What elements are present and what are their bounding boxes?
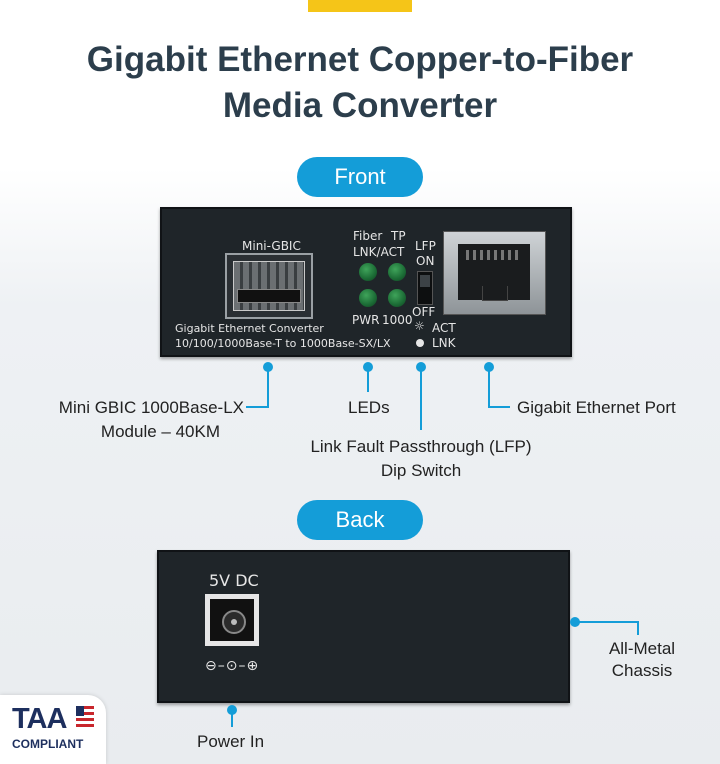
mini-gbic-label: Mini-GBIC (242, 239, 301, 253)
callout-line-gbic-h (246, 406, 269, 408)
rj45-port (443, 231, 546, 315)
callout-lfp-line1: Link Fault Passthrough (LFP) (310, 437, 532, 456)
callout-dot-leds (363, 362, 373, 372)
callout-gbic-line1: Mini GBIC 1000Base-LX (58, 398, 244, 417)
converter-label-line2: 10/100/1000Base-T to 1000Base-SX/LX (175, 337, 391, 350)
sun-icon: ☼ (414, 319, 425, 333)
callout-gbic-line2: Module – 40KM (100, 422, 220, 441)
fiber-label: Fiber (353, 229, 383, 243)
callout-dot-gbic (263, 362, 273, 372)
taa-text: TAA (12, 703, 67, 735)
page-title-line2: Media Converter (222, 86, 498, 125)
callout-dot-power (227, 705, 237, 715)
dc-jack (205, 594, 259, 646)
callout-line-chassis (575, 621, 637, 623)
speed-1000-label: 1000 (382, 313, 413, 327)
taa-badge: TAA COMPLIANT (0, 695, 106, 764)
callout-line-lfp (420, 370, 422, 430)
tp-label: TP (391, 229, 406, 243)
lfp-label: LFP (415, 239, 436, 253)
sfp-port (225, 253, 313, 319)
back-panel: 5V DC ⊖–⊙–⊕ (157, 550, 570, 703)
dc-label: 5V DC (209, 571, 259, 590)
callout-line-chassis-v (637, 621, 639, 635)
tp-led (388, 263, 406, 281)
callout-dot-lfp (416, 362, 426, 372)
lfp-on-label: ON (416, 254, 435, 268)
callout-power-in: Power In (197, 732, 265, 751)
converter-label-line1: Gigabit Ethernet Converter (175, 322, 324, 335)
callout-line-port-h (488, 406, 510, 408)
lnk-label: LNK (432, 336, 456, 350)
callout-line-power (231, 713, 233, 727)
back-label: Back (297, 500, 423, 540)
accent-bar (308, 0, 412, 12)
compliant-text: COMPLIANT (12, 737, 84, 751)
page-title-line1: Gigabit Ethernet Copper-to-Fiber (86, 40, 634, 79)
callout-lfp-line2: Dip Switch (380, 461, 462, 480)
callout-line-port (488, 370, 490, 408)
flag-icon (76, 706, 94, 730)
pwr-label: PWR (352, 313, 380, 327)
callout-line-leds (367, 370, 369, 392)
polarity-icon: ⊖–⊙–⊕ (205, 658, 260, 674)
lfp-dip-switch[interactable] (417, 271, 433, 305)
callout-ethernet-port: Gigabit Ethernet Port (517, 398, 676, 417)
callout-chassis-line2: Chassis (611, 661, 673, 680)
fiber-led (359, 263, 377, 281)
lnk-dot-icon (416, 339, 424, 347)
lnk-act-label: LNK/ACT (353, 245, 405, 259)
front-label: Front (297, 157, 423, 197)
callout-line-gbic (267, 370, 269, 408)
callout-dot-port (484, 362, 494, 372)
callout-leds: LEDs (348, 398, 390, 417)
pwr-led (359, 289, 377, 307)
act-label: ACT (432, 321, 456, 335)
lfp-off-label: OFF (412, 305, 436, 319)
speed-led (388, 289, 406, 307)
front-panel: Mini-GBIC Gigabit Ethernet Converter 10/… (160, 207, 572, 357)
callout-chassis-line1: All-Metal (608, 639, 676, 658)
